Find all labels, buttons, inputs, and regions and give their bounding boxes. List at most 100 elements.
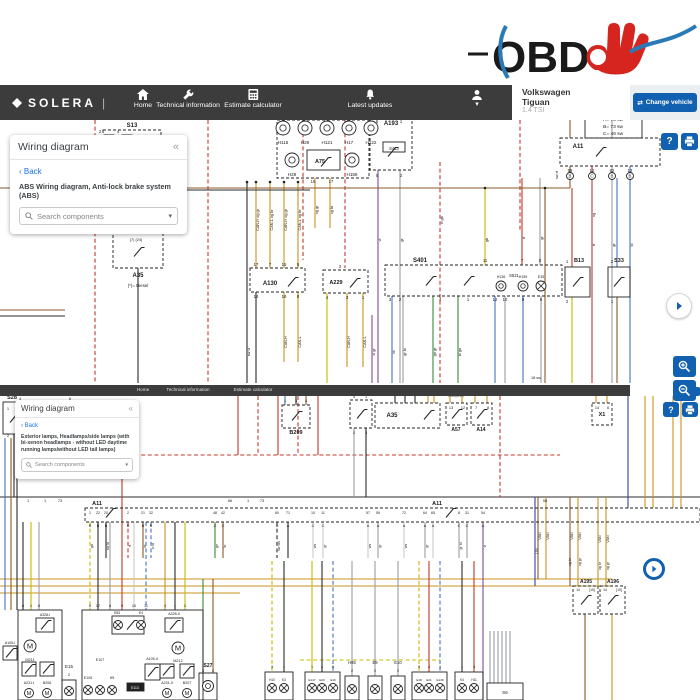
diagram-description: Exterior lamps, Headlamps/side lamps (wi… [21,434,130,453]
print-button-2[interactable] [682,402,698,417]
obd-logo: OBD [460,10,700,88]
component-label: CAN-H [284,336,288,348]
nav-item-latest-updates[interactable]: Latest updates [348,89,392,109]
component-label: B= 73 sw [603,124,623,130]
lamp-glyph [114,621,122,629]
component-label: bl gn [458,348,462,356]
component-circle [171,641,185,655]
search-components-input[interactable]: Search components ▾ [21,458,133,473]
component-box [306,149,341,171]
print-button-1[interactable] [681,133,698,150]
nav-item-home-2[interactable]: Home [136,387,150,392]
component-label: 13 [628,168,633,173]
component-box [369,120,413,171]
switch-glyph [572,277,581,287]
component-label: C= 46 sw [603,131,624,137]
component-box [390,675,406,700]
lamp-glyph [84,686,92,694]
help-button-1[interactable]: ? [661,133,678,150]
component-label: 73 [260,499,264,503]
component-label: rt [128,545,132,547]
component-label: [15] [616,588,622,592]
switch-glyph [169,620,178,630]
change-vehicle-label: Change vehicle [645,99,693,106]
dropdown-caret-icon[interactable]: ▾ [168,213,172,221]
collapse-icon[interactable]: « [172,141,179,153]
component-label: H122 [366,140,377,145]
component-circle [275,120,291,136]
component-label: 65 [431,511,435,515]
component-label: 4 [353,396,355,399]
component-circle [341,120,357,136]
search-components-input[interactable]: Search components ▾ [19,207,178,226]
obd-logo-text: OBD [492,33,590,82]
component-label: A196 [607,579,619,585]
lamp-glyph [394,685,402,693]
component-box [344,675,360,700]
pan-right-button-2[interactable] [643,558,665,580]
panel-body: ‹ Back Exterior lamps, Headlamps/side la… [15,418,139,479]
component-label: A [287,524,290,528]
component-label: 54 [481,511,485,515]
component-label: LIN [535,548,539,554]
chevron-down-icon: ▾ [475,101,479,108]
component-circle [588,172,596,180]
nav-item-estimate-calculator[interactable]: Estimate calculator [224,89,282,109]
nav-item-home[interactable]: Home [134,89,152,109]
component-label: CAN-H og gr [284,208,288,230]
component-label: 32 [149,511,153,515]
collapse-icon[interactable]: « [128,404,133,413]
nav-item-estimate-calculator-2[interactable]: Estimate calculator [233,387,273,392]
component-label: 1 [611,299,614,304]
nav-item-technical-information-2[interactable]: Technical information [166,387,210,392]
component-label: S413 [389,146,399,151]
component-label: A35 [386,413,398,419]
pan-right-button-1[interactable] [666,293,692,319]
switch-glyph [425,276,434,286]
component-label: S27 [204,663,213,669]
component-label: gb [90,544,94,548]
component-label: 1 [311,665,313,669]
zoom-in-button[interactable] [673,356,696,377]
panel-title: Wiring diagram [21,404,75,413]
component-label: gr [540,236,544,240]
component-label: 17 [96,604,100,608]
component-label: A11 [92,501,102,507]
swap-icon: ⇄ [637,99,643,107]
lamp-glyph [280,684,288,692]
component-label: [15] [589,588,595,592]
help-button-2[interactable]: ? [663,402,679,417]
back-link[interactable]: ‹ Back [19,167,42,176]
panel-header: Wiring diagram « [15,400,139,418]
component-label: 4 [305,399,307,403]
switch-glyph [349,278,358,288]
indicator-glyph [205,683,211,689]
solera-logo[interactable]: SOLERA | [12,96,105,110]
solera-brand-text: SOLERA [28,96,97,110]
component-label: 6 [607,406,609,410]
component-label: gr [323,544,327,548]
component-box [179,663,195,679]
zoom-out-button[interactable] [673,380,696,401]
component-box [264,671,294,700]
component-box [84,507,700,523]
component-label: VAN [538,532,542,540]
component-label: H10 [269,678,275,682]
vehicle-make: Volkswagen [522,87,571,97]
nav-item-technical-information[interactable]: Technical information [156,89,220,109]
switch-glyph [463,276,472,286]
component-circle [517,280,529,292]
back-link[interactable]: ‹ Back [21,423,39,429]
component-label: 7 [269,262,272,267]
change-vehicle-button[interactable]: ⇄ Change vehicle [633,93,697,112]
component-label: 2 [184,604,186,608]
component-label: ws [404,544,408,549]
component-box [584,120,643,139]
component-label: og br [330,205,334,214]
user-menu[interactable]: ▾ [471,89,483,108]
component-label: X1 [599,412,606,418]
component-label: VAN [578,532,582,540]
dropdown-caret-icon[interactable]: ▾ [125,462,128,469]
component-label: 8 [38,604,40,608]
